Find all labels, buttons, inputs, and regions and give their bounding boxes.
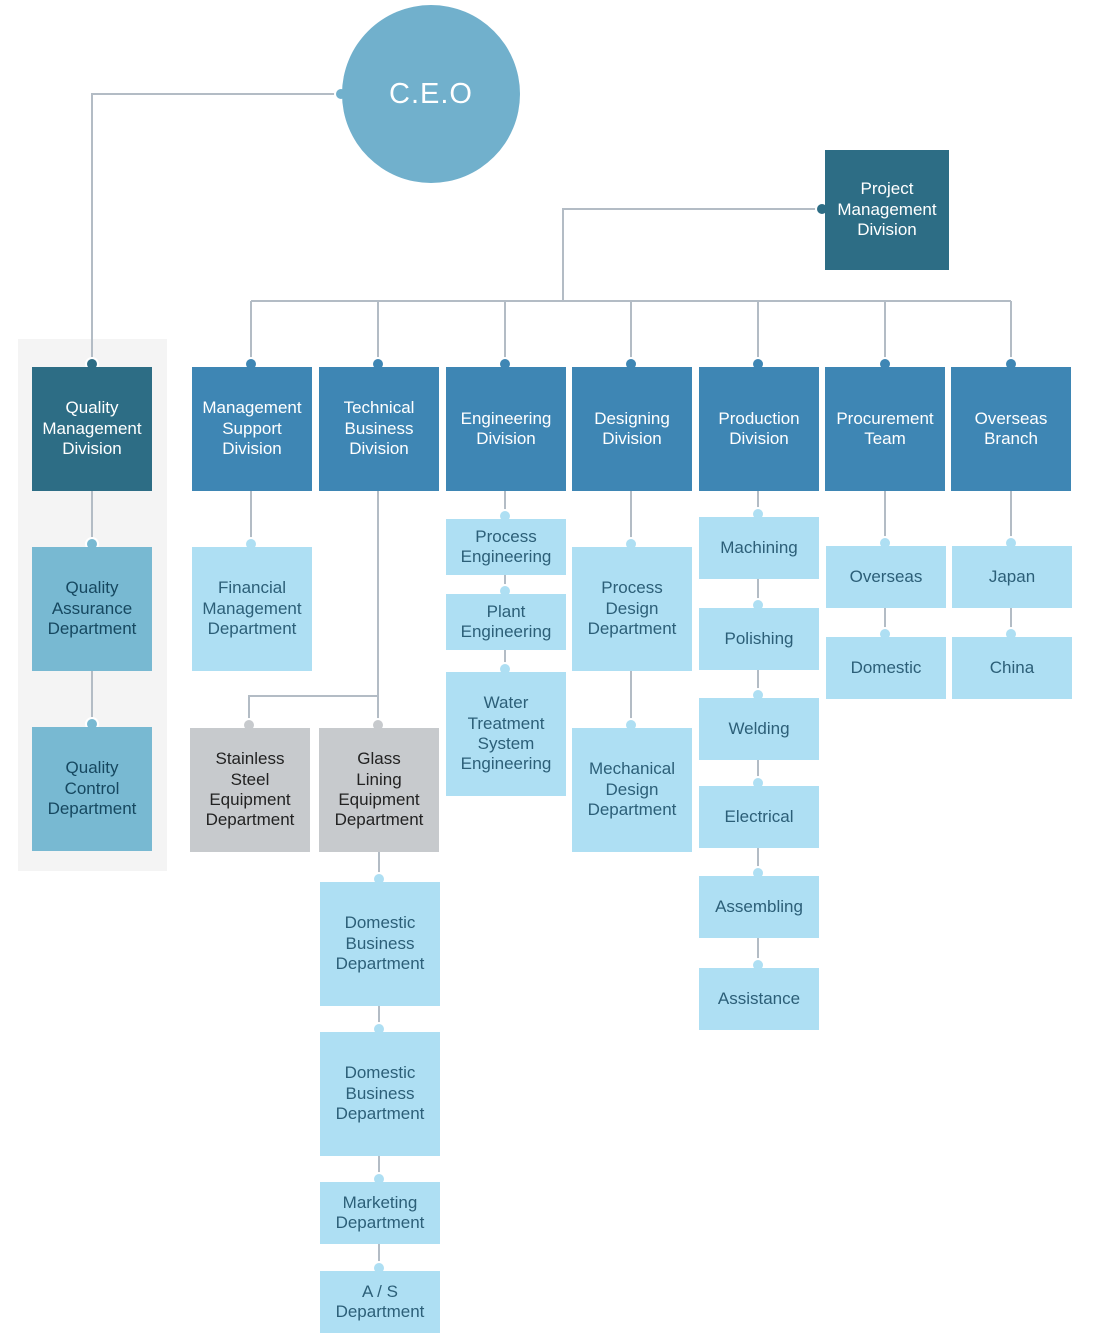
welding-label: Welding [728,718,790,738]
process-engineering: Process Engineering [446,519,566,575]
designing-division: Designing Division [572,367,692,491]
glass-lining-label: Glass Lining Equipment Department [334,749,424,830]
machining-label: Machining [720,537,798,557]
assistance: Assistance [699,968,819,1030]
domestic-business-label-1: Domestic Business Department [335,913,425,974]
technical-business-label: Technical Business Division [343,398,415,459]
ceo-node: C.E.O [342,5,520,183]
branch-japan: Japan [952,546,1072,608]
stainless-steel-equipment-department: Stainless Steel Equipment Department [190,728,310,852]
assistance-label: Assistance [717,988,801,1008]
branch-japan-label: Japan [988,566,1036,586]
engineering-division: Engineering Division [446,367,566,491]
engineering-label: Engineering Division [460,408,552,448]
domestic-business-label-2: Domestic Business Department [335,1063,425,1124]
management-support-division: Management Support Division [192,367,312,491]
quality-management-division: Quality Management Division [32,367,152,491]
overseas-branch-label: Overseas Branch [974,408,1048,448]
polishing: Polishing [699,608,819,670]
marketing-label: Marketing Department [335,1192,425,1232]
glass-lining-equipment-department: Glass Lining Equipment Department [319,728,439,852]
management-support-label: Management Support Division [202,398,302,459]
stainless-steel-label: Stainless Steel Equipment Department [205,749,295,830]
process-engineering-label: Process Engineering [460,526,552,566]
assembling: Assembling [699,876,819,938]
mechanical-design-department: Mechanical Design Department [572,728,692,852]
procurement-overseas-label: Overseas [849,566,923,586]
designing-label: Designing Division [594,408,670,448]
as-department: A / S Department [320,1271,440,1333]
electrical: Electrical [699,786,819,848]
production-label: Production Division [718,408,800,448]
water-treatment-system-engineering: Water Treatment System Engineering [446,672,566,796]
quality-control-label: Quality Control Department [47,758,137,819]
quality-assurance-label: Quality Assurance Department [47,578,137,639]
procurement-domestic: Domestic [826,637,946,699]
quality-assurance-department: Quality Assurance Department [32,547,152,671]
ceo-label: C.E.O [389,77,473,110]
domestic-business-department-2: Domestic Business Department [320,1032,440,1156]
process-design-label: Process Design Department [587,578,677,639]
procurement-overseas: Overseas [826,546,946,608]
procurement-team: Procurement Team [825,367,945,491]
quality-control-department: Quality Control Department [32,727,152,851]
branch-china: China [952,637,1072,699]
overseas-branch: Overseas Branch [951,367,1071,491]
project-management-label: Project Management Division [837,179,937,240]
financial-management-label: Financial Management Department [202,578,302,639]
procurement-domestic-label: Domestic [850,657,922,677]
polishing-label: Polishing [724,628,794,648]
branch-china-label: China [989,657,1035,677]
technical-business-division: Technical Business Division [319,367,439,491]
welding: Welding [699,698,819,760]
project-management-division: Project Management Division [825,150,949,270]
quality-management-label: Quality Management Division [42,398,142,459]
plant-engineering: Plant Engineering [446,594,566,650]
machining: Machining [699,517,819,579]
financial-management-department: Financial Management Department [192,547,312,671]
water-treatment-label: Water Treatment System Engineering [460,693,552,774]
assembling-label: Assembling [715,896,803,916]
domestic-business-department-1: Domestic Business Department [320,882,440,1006]
production-division: Production Division [699,367,819,491]
procurement-label: Procurement Team [836,408,934,448]
plant-engineering-label: Plant Engineering [460,601,552,641]
as-label: A / S Department [335,1281,425,1321]
marketing-department: Marketing Department [320,1182,440,1244]
electrical-label: Electrical [724,806,794,826]
mechanical-design-label: Mechanical Design Department [587,759,677,820]
process-design-department: Process Design Department [572,547,692,671]
